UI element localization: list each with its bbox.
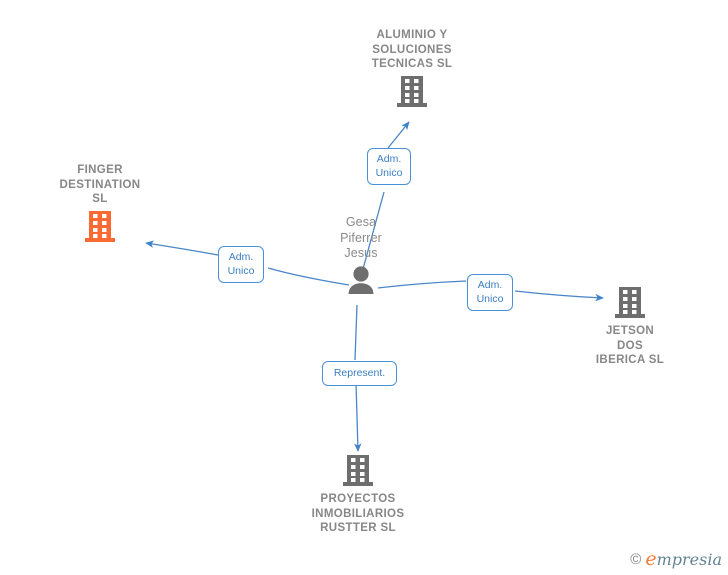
node-label: JETSON DOS IBERICA SL xyxy=(595,325,665,367)
node-jetson-dos-iberica-sl[interactable]: JETSON DOS IBERICA SL xyxy=(555,287,705,368)
person-icon[interactable] xyxy=(346,265,376,294)
relation-chip-adm-unico-top[interactable]: Adm. Unico xyxy=(367,148,411,185)
node-label: ALUMINIO Y SOLUCIONES TECNICAS SL xyxy=(371,29,453,71)
building-icon[interactable] xyxy=(615,287,645,319)
brand-initial: e xyxy=(645,548,657,570)
node-aluminio-y-soluciones-tecnicas-sl[interactable]: ALUMINIO Y SOLUCIONES TECNICAS SL xyxy=(337,28,487,108)
building-icon[interactable] xyxy=(343,455,373,487)
brand-rest: mpresia xyxy=(656,550,722,569)
edge-left-chip-to-finger xyxy=(145,240,219,256)
building-icon[interactable] xyxy=(397,75,427,108)
relation-chip-represent-bottom[interactable]: Represent. xyxy=(322,361,397,386)
edge-center-to-bottom-chip xyxy=(354,304,358,361)
relation-chip-adm-unico-right[interactable]: Adm. Unico xyxy=(467,274,513,311)
node-label: PROYECTOS INMOBILIARIOS RUSTTER SL xyxy=(311,493,405,535)
copyright-icon: © xyxy=(630,551,642,568)
node-label: Gesa Piferrer Jesus xyxy=(340,215,382,260)
node-proyectos-inmobiliarios-rustter-sl[interactable]: PROYECTOS INMOBILIARIOS RUSTTER SL xyxy=(283,455,433,536)
node-label: FINGER DESTINATION SL xyxy=(59,164,141,206)
edge-bottom-chip-to-proyectos xyxy=(354,382,362,452)
empresia-watermark: © empresia xyxy=(630,550,722,569)
relation-chip-adm-unico-left[interactable]: Adm. Unico xyxy=(218,246,264,283)
node-finger-destination-sl[interactable]: FINGER DESTINATION SL xyxy=(25,163,175,243)
brand-name: empresia xyxy=(645,550,722,569)
node-gesa-piferrer-jesus[interactable]: Gesa Piferrer Jesus xyxy=(286,215,436,294)
building-icon[interactable] xyxy=(85,210,115,243)
edge-top-chip-to-aluminio xyxy=(387,121,410,149)
